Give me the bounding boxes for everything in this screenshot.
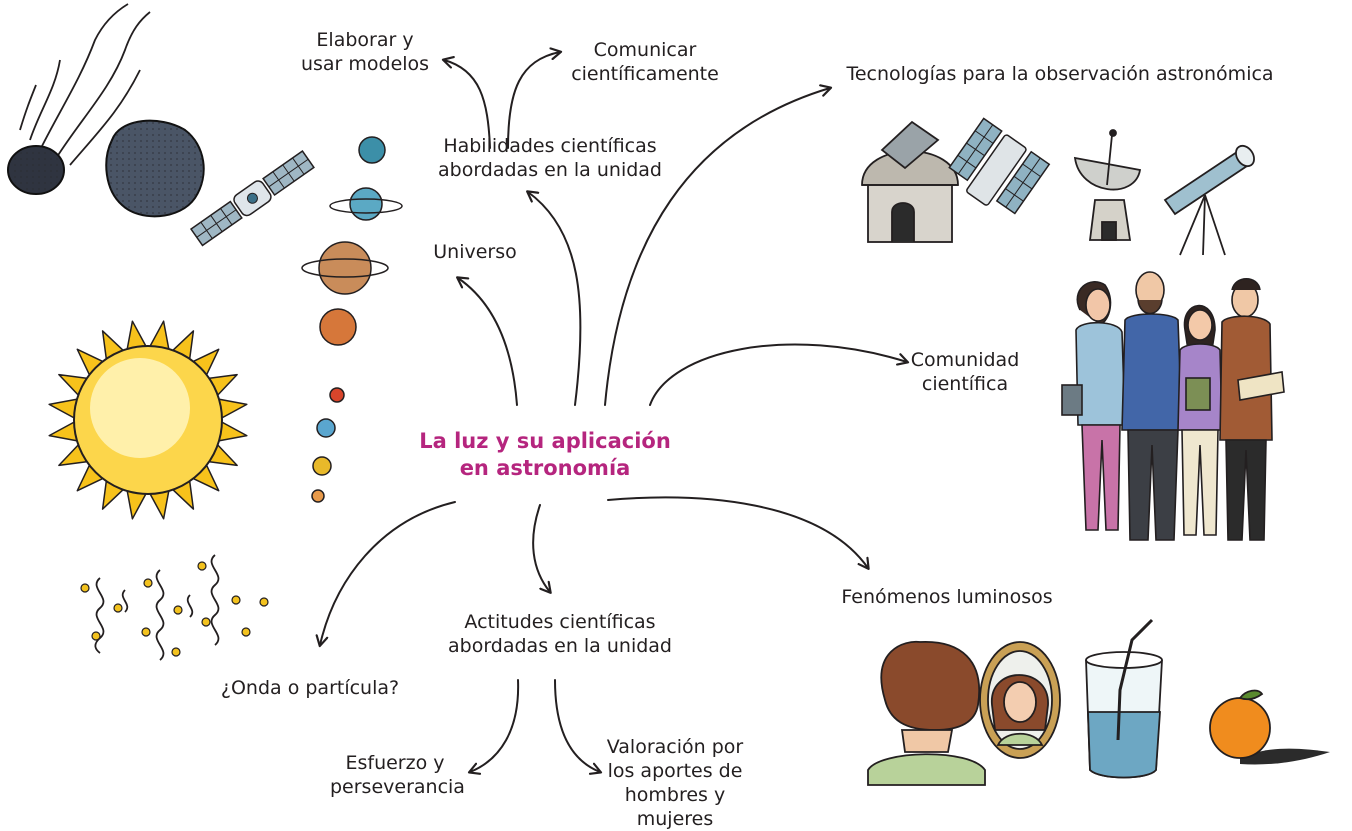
- arrow-to-tecnologias: [604, 84, 833, 406]
- central-topic: La luz y su aplicación en astronomía: [419, 429, 671, 480]
- arrow-to-elaborar: [441, 56, 491, 149]
- node-tecnologias: Tecnologías para la observación astronóm…: [846, 63, 1274, 85]
- node-universo: Universo: [433, 241, 517, 263]
- orange-shadow-illustration: [1209, 689, 1330, 765]
- space-telescope-illustration: [948, 117, 1051, 215]
- meteor-illustration: [7, 3, 151, 195]
- arrow-to-onda: [315, 501, 456, 648]
- node-fenomenos: Fenómenos luminosos: [841, 586, 1053, 608]
- telescope-illustration: [1163, 144, 1255, 256]
- node-valoracion: Valoración por los aportes de hombres y …: [606, 736, 744, 830]
- sun-illustration: [48, 320, 248, 520]
- planets-illustration: [301, 136, 403, 503]
- scientists-group-illustration: [1061, 271, 1285, 541]
- satellite-illustration: [189, 150, 315, 247]
- arrow-to-habilidades: [526, 190, 582, 406]
- arrow-to-comunicar: [507, 47, 563, 149]
- photons-illustration: [80, 554, 269, 661]
- arrow-to-comunidad: [649, 343, 910, 406]
- hair-back-illustration: [867, 640, 986, 786]
- arrow-to-fenomenos: [607, 496, 870, 570]
- node-elaborar: Elaborar y usar modelos: [300, 29, 430, 75]
- observatory-illustration: [861, 120, 959, 243]
- radio-antenna-illustration: [1073, 129, 1142, 241]
- node-comunicar: Comunicar científicamente: [571, 39, 719, 85]
- node-esfuerzo: Esfuerzo y perseverancia: [330, 752, 465, 798]
- asteroid-illustration: [105, 119, 205, 218]
- water-glass-straw-illustration: [1085, 618, 1163, 779]
- arrow-to-universo: [456, 276, 518, 406]
- node-habilidades: Habilidades científicas abordadas en la …: [437, 135, 662, 181]
- arrow-to-actitudes: [532, 504, 552, 594]
- arrow-to-valoracion: [554, 679, 603, 775]
- arrow-to-esfuerzo: [467, 679, 520, 775]
- node-onda: ¿Onda o partícula?: [220, 677, 400, 699]
- concept-map-art: [7, 3, 1330, 786]
- node-comunidad: Comunidad científica: [910, 349, 1020, 395]
- mirror-portrait-illustration: [979, 641, 1061, 759]
- node-actitudes: Actitudes científicas abordadas en la un…: [447, 611, 672, 657]
